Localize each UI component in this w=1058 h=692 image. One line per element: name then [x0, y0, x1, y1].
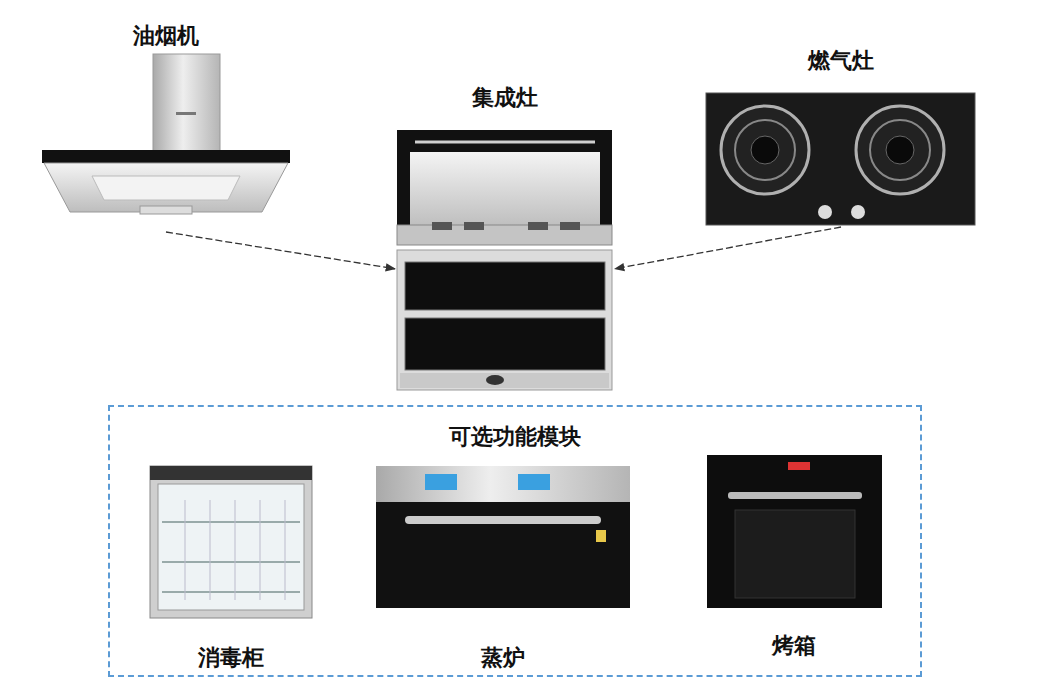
appliance-label: 集成灶 — [468, 84, 542, 113]
arrow-connector — [615, 227, 841, 269]
module-node: 烤箱 — [705, 453, 883, 661]
appliance-label: 油烟机 — [129, 22, 203, 51]
steam-oven-picture — [376, 466, 630, 608]
range-hood-picture — [42, 54, 290, 214]
module-node: 消毒柜 — [148, 463, 314, 673]
oven-picture — [707, 455, 882, 608]
appliance-label: 蒸炉 — [477, 644, 529, 673]
appliance-label: 消毒柜 — [194, 644, 268, 673]
appliance-label: 燃气灶 — [804, 47, 878, 76]
module-group: 可选功能模块消毒柜 蒸炉 烤箱 — [108, 405, 922, 677]
appliance-label: 烤箱 — [768, 632, 820, 661]
group-title: 可选功能模块 — [445, 423, 585, 452]
appliance-node: 集成灶 — [395, 84, 615, 392]
gas-stove-picture — [706, 93, 975, 225]
appliance-node: 燃气灶 — [704, 47, 978, 227]
appliance-node: 油烟机 — [40, 22, 292, 232]
arrow-connector — [166, 232, 395, 269]
integrated-stove-picture — [397, 130, 612, 390]
disinfection-cabinet-picture — [150, 466, 312, 618]
module-node: 蒸炉 — [374, 463, 632, 673]
